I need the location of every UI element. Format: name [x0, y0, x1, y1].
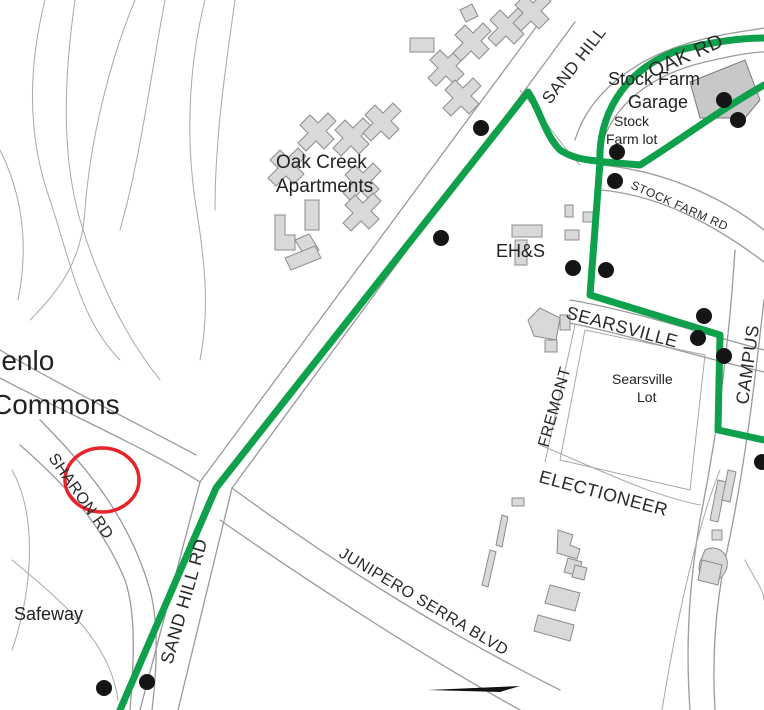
bus-stop-dot-icon[interactable] — [96, 680, 112, 696]
bus-stop-dot-icon[interactable] — [139, 674, 155, 690]
menlo-commons-label-line2: Commons — [0, 389, 120, 420]
buildings — [267, 0, 761, 642]
bus-stop-dot-icon[interactable] — [696, 308, 712, 324]
bus-stop-dot-icon[interactable] — [716, 92, 732, 108]
oak-creek-label-line1: Oak Creek — [276, 152, 367, 173]
searsville-lot-label-line1: Searsville — [612, 371, 673, 387]
bus-stop-dot-icon[interactable] — [433, 230, 449, 246]
oak-creek-buildings — [267, 0, 552, 271]
searsville-lot-label-line2: Lot — [637, 389, 657, 405]
safeway-label: Safeway — [14, 604, 83, 624]
campus-drive-label: CAMPUS — [732, 324, 763, 406]
junipero-serra-blvd-label: JUNIPERO SERRA BLVD — [336, 545, 511, 660]
stock-farm-garage-label-line1: Stock Farm — [608, 69, 700, 89]
bus-stop-dot-icon[interactable] — [716, 348, 732, 364]
oak-creek-label-line2: Apartments — [276, 176, 373, 197]
street-labels: OAK RD SAND HILL SAND HILL RD STOCK FARM… — [45, 23, 763, 666]
bus-stop-dot-icon[interactable] — [473, 120, 489, 136]
map-pointer-wedge — [428, 686, 520, 692]
bus-stop-dot-icon[interactable] — [730, 112, 746, 128]
electioneer-road-label: ELECTIONEER — [537, 467, 670, 521]
highlight-circle-icon — [63, 446, 141, 514]
ehs-label: EH&S — [496, 241, 545, 261]
bus-stop-dot-icon[interactable] — [609, 144, 625, 160]
searsville-road-label: SEARSVILLE — [564, 303, 680, 352]
bus-stops — [96, 92, 764, 696]
stock-farm-lot-label-line1: Stock — [614, 113, 650, 129]
place-labels: Oak Creek Apartments Stock Farm Garage S… — [0, 69, 700, 624]
fremont-road-label: FREMONT — [536, 365, 575, 449]
bus-route — [116, 34, 764, 710]
stock-farm-garage-label-line2: Garage — [628, 92, 688, 112]
menlo-commons-label-line1: Menlo — [0, 345, 54, 376]
sand-hill-top-label: SAND HILL — [538, 23, 610, 107]
stock-farm-rd-label: STOCK FARM RD — [629, 178, 731, 233]
bus-stop-dot-icon[interactable] — [607, 173, 623, 189]
bus-stop-dot-icon[interactable] — [690, 330, 706, 346]
stock-farm-lot-label-line2: Farm lot — [606, 131, 657, 147]
bus-stop-dot-icon[interactable] — [598, 262, 614, 278]
bus-stop-dot-icon[interactable] — [565, 260, 581, 276]
stock-farm-garage-building — [689, 59, 761, 119]
bus-stop-dot-icon[interactable] — [754, 454, 764, 470]
